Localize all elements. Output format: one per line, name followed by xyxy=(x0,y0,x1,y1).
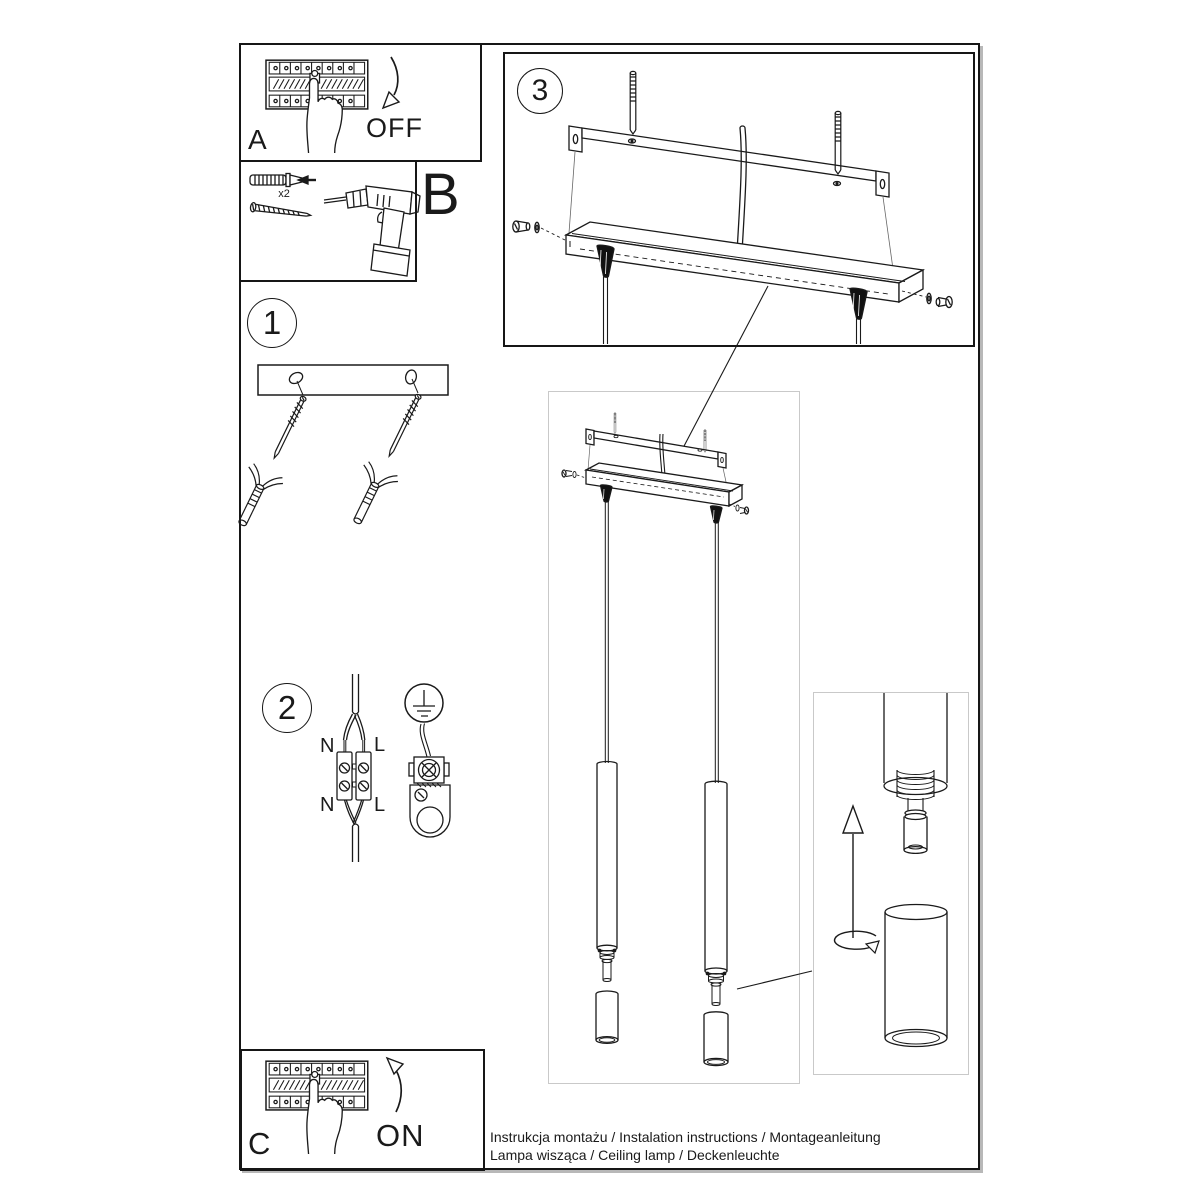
pointer-line xyxy=(736,970,813,990)
wire-label-bottom-neutral: N xyxy=(320,794,335,816)
arrow-up-icon xyxy=(385,1056,405,1113)
shade-mount-detail xyxy=(833,693,948,1048)
panel-b-label: B xyxy=(421,162,460,227)
cable-grip-icon xyxy=(596,244,615,344)
panel-a-label: A xyxy=(248,124,267,155)
panel-a-action-label: OFF xyxy=(366,113,423,143)
side-screw-small-icon xyxy=(561,469,587,479)
rotate-arrow-icon xyxy=(833,930,880,955)
arrow-down-icon xyxy=(381,56,401,110)
lamp-shade-icon xyxy=(595,990,619,1045)
step-1-number: 1 xyxy=(247,298,297,348)
wire-label-top-neutral: N xyxy=(320,735,335,757)
pointer-line xyxy=(682,285,769,449)
screw-icon xyxy=(249,202,313,217)
ground-terminal-icon xyxy=(408,723,451,838)
footer-title-line: Instrukcja montażu / Instalation instruc… xyxy=(490,1129,881,1145)
step-2-number: 2 xyxy=(262,683,312,733)
mounting-bracket-icon xyxy=(568,125,894,270)
anchor-screw-right-icon xyxy=(338,378,437,532)
panel-a-box xyxy=(239,43,482,162)
shade-detail-box xyxy=(813,692,969,1075)
step-3-box xyxy=(503,52,975,347)
pendant-cable xyxy=(714,522,719,783)
hanger-bolt-small-icon xyxy=(613,412,617,434)
mains-cable-icon xyxy=(736,125,747,253)
cable-grip-small-icon xyxy=(709,505,723,524)
ground-symbol-icon xyxy=(404,683,444,723)
cable-grip-small-icon xyxy=(599,484,613,503)
lamp-assembly xyxy=(561,412,750,1067)
panel-c-label: C xyxy=(248,1126,271,1161)
bulb-icon xyxy=(903,816,928,855)
panel-c-box xyxy=(240,1049,485,1171)
mounting-bracket-small-icon xyxy=(585,428,727,469)
anchor-screw-left-icon xyxy=(223,380,322,534)
canopy-small-icon xyxy=(583,462,745,508)
pendant-tube-icon xyxy=(596,760,618,982)
wall-plug-icon xyxy=(249,172,316,188)
cable-grip-icon xyxy=(849,287,868,344)
lamp-overview-box xyxy=(548,391,800,1084)
pendant-cable xyxy=(604,501,609,763)
step-2-number-text: 2 xyxy=(277,689,297,726)
lamp-shade-icon xyxy=(703,1011,729,1067)
terminal-block-icon xyxy=(336,751,372,801)
step-3-number: 3 xyxy=(517,68,563,114)
wire-label-bottom-line: L xyxy=(374,794,386,816)
side-screw-right-icon xyxy=(901,290,953,309)
drill-icon xyxy=(323,185,421,277)
side-screw-left-icon xyxy=(512,220,566,241)
step-1-number-text: 1 xyxy=(262,304,282,341)
ceiling-plate-icon xyxy=(257,364,449,396)
side-screw-small-icon xyxy=(728,503,750,515)
pendant-tube-icon xyxy=(704,780,728,1006)
wiring-diagram xyxy=(336,674,372,862)
panel-c-action-label: ON xyxy=(376,1118,425,1153)
lamp-shade-detail-icon xyxy=(884,903,948,1048)
wire-label-top-line: L xyxy=(374,734,386,756)
up-arrow-icon xyxy=(841,803,865,938)
canopy-icon xyxy=(563,221,926,304)
hanger-bolt-small-icon xyxy=(703,429,707,453)
footer-product-line: Lampa wisząca / Ceiling lamp / Deckenleu… xyxy=(490,1147,780,1163)
anchor-quantity-label: x2 xyxy=(278,188,290,200)
panel-b-box xyxy=(239,160,417,282)
step-3-number-text: 3 xyxy=(531,74,549,107)
